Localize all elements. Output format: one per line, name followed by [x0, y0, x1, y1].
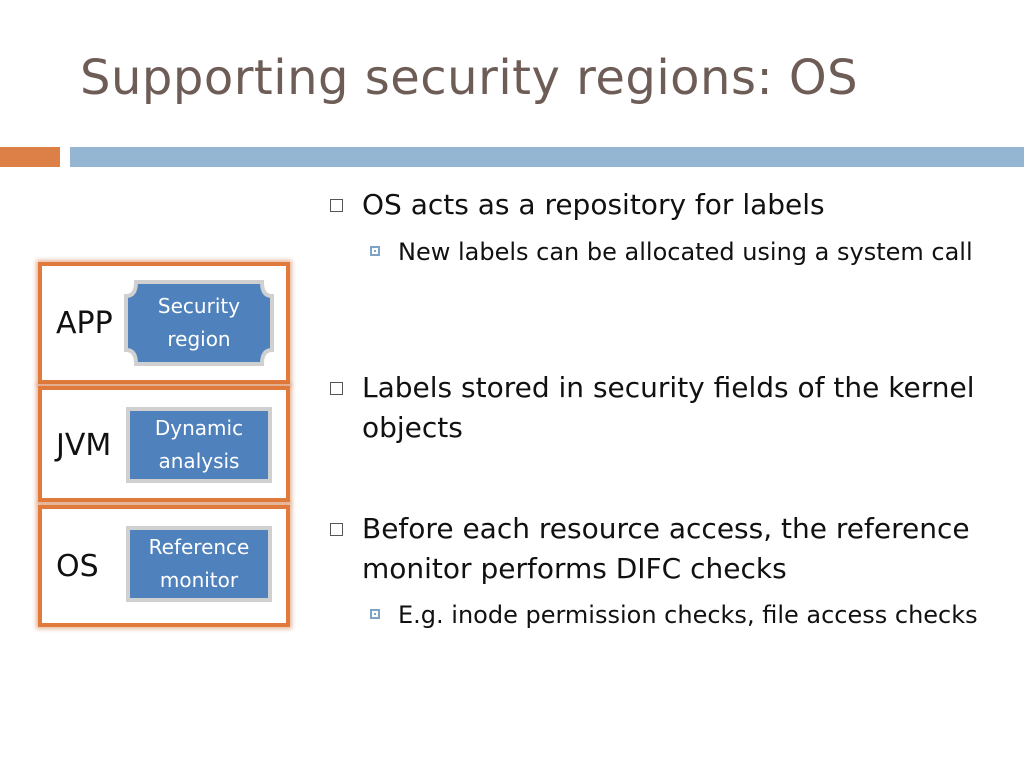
box-line: Dynamic — [154, 416, 244, 440]
layer-label-jvm: JVM — [56, 428, 112, 463]
security-region-box: Security region — [126, 290, 272, 356]
accent-bar-blue — [70, 147, 1024, 167]
layer-os: OS Reference monitor — [38, 505, 290, 627]
layer-jvm: JVM Dynamic analysis — [38, 386, 290, 502]
box-line: Security — [157, 294, 241, 318]
slide-title: Supporting security regions: OS — [80, 50, 859, 106]
box-line: region — [167, 327, 231, 351]
box-line: analysis — [158, 449, 240, 473]
sub-bullet-1-1: New labels can be allocated using a syst… — [330, 233, 998, 271]
box-line: monitor — [159, 568, 239, 592]
reference-monitor-box: Reference monitor — [126, 526, 272, 602]
security-region-shape — [124, 280, 274, 366]
box-line: Reference — [148, 535, 250, 559]
bullet-3: Before each resource access, the referen… — [330, 509, 1002, 589]
layer-label-app: APP — [56, 306, 113, 341]
layer-label-os: OS — [56, 549, 99, 584]
sub-bullet-3-1: E.g. inode permission checks, file acces… — [330, 596, 1018, 634]
bullet-2: Labels stored in security fields of the … — [330, 368, 1002, 448]
dynamic-analysis-box: Dynamic analysis — [126, 407, 272, 483]
accent-bar-orange — [0, 147, 60, 167]
bullet-1: OS acts as a repository for labels — [330, 185, 1002, 225]
layer-app: APP Security region — [38, 262, 290, 384]
